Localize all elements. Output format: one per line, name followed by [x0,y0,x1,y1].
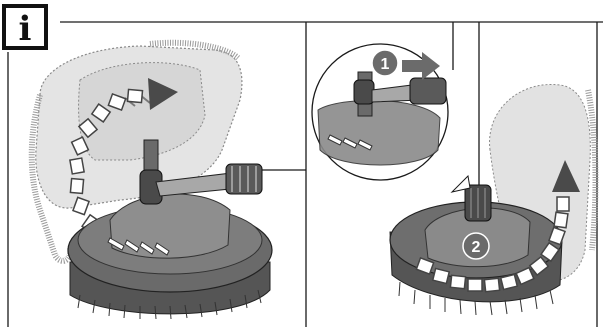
step-badge-1: 1 [372,50,398,76]
info-badge: i [0,0,60,52]
step-number-2: 2 [472,239,481,256]
right-panel: 1 2 [312,44,595,315]
step-number-1: 1 [381,56,390,73]
left-panel [32,43,272,319]
info-icon: i [19,9,32,49]
step-badge-2: 2 [463,233,489,259]
